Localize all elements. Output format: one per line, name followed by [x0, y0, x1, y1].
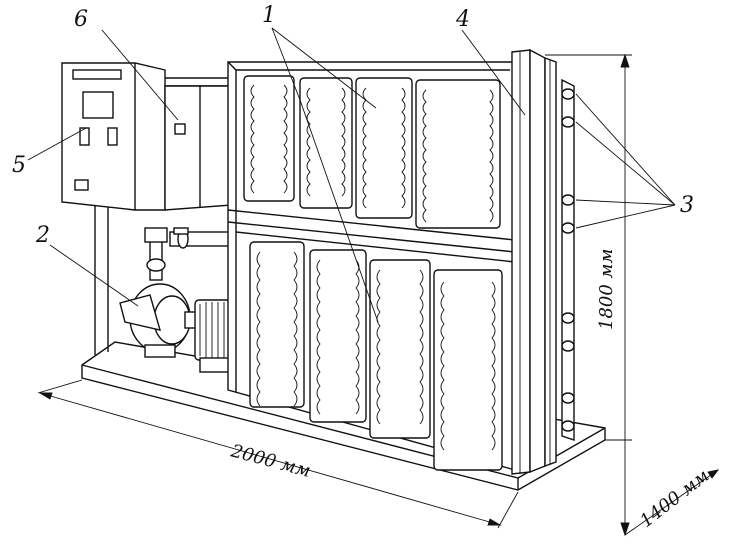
valve-7	[561, 392, 575, 404]
leader-lines	[27, 27, 676, 323]
callout-4: 4	[455, 7, 470, 32]
lower-module-2	[309, 249, 367, 423]
dimension-lines	[37, 53, 720, 537]
valve-6	[561, 340, 575, 352]
callout-3: 3	[680, 193, 694, 218]
callout-labels: 1 2 3 4 5 6	[12, 3, 694, 248]
pump-motor-unit	[119, 227, 236, 373]
callout-2: 2	[35, 223, 50, 248]
lower-module-3	[369, 259, 431, 439]
electrical-box-indicator	[174, 123, 186, 135]
dimension-height: 1800 мм	[596, 249, 617, 330]
lower-membrane-modules	[249, 241, 503, 471]
valve-4	[561, 222, 575, 234]
control-cabinet	[61, 62, 166, 211]
valve-strip	[561, 78, 575, 441]
cabinet-switch-left	[79, 127, 90, 146]
upper-membrane-modules	[243, 75, 501, 229]
callout-6: 6	[74, 7, 88, 32]
cabinet-meter	[82, 91, 114, 119]
valve-8	[561, 420, 575, 432]
dimension-length: 2000 мм	[228, 440, 313, 482]
upper-module-2	[299, 77, 353, 209]
valve-1	[561, 88, 575, 100]
electrical-box	[164, 85, 233, 211]
cabinet-lamp	[74, 179, 89, 191]
right-column-pipes	[511, 48, 557, 475]
lower-module-4	[433, 269, 503, 471]
cabinet-switch-right	[107, 127, 118, 146]
callout-1: 1	[262, 3, 276, 28]
callout-5: 5	[12, 153, 26, 178]
upper-module-4	[415, 79, 501, 229]
lower-module-1	[249, 241, 305, 408]
dimension-depth: 1400 мм	[636, 465, 713, 532]
upper-module-3	[355, 77, 413, 219]
valve-5	[561, 312, 575, 324]
valve-3	[561, 194, 575, 206]
valve-2	[561, 116, 575, 128]
cabinet-display-panel	[72, 69, 122, 80]
upper-module-1	[243, 75, 295, 202]
